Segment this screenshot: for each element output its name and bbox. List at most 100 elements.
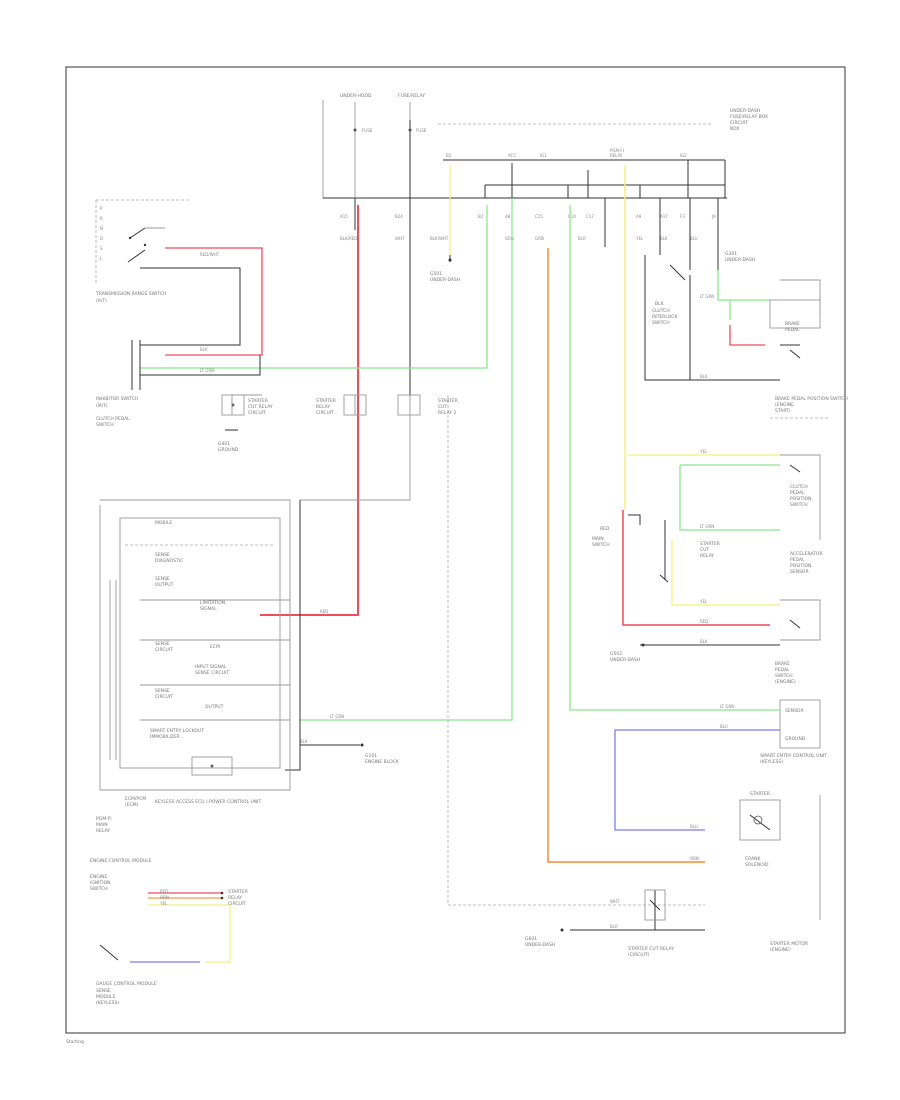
ecm-block: MOBILE SENSE DIAGNOSTIC SENSE OUTPUT LIM… bbox=[99, 499, 291, 808]
svg-text:START): START) bbox=[775, 408, 791, 414]
svg-text:UNDER-DASH: UNDER-DASH bbox=[730, 108, 760, 114]
svg-text:YEL: YEL bbox=[635, 236, 644, 241]
svg-text:IMMOBILIZER: IMMOBILIZER bbox=[150, 734, 180, 740]
svg-text:SWITCH: SWITCH bbox=[775, 673, 793, 679]
svg-text:CLUTCH PEDAL: CLUTCH PEDAL bbox=[96, 416, 130, 422]
svg-text:SWITCH: SWITCH bbox=[790, 502, 808, 508]
svg-text:FUSE: FUSE bbox=[362, 128, 373, 133]
svg-text:BLK/WHT: BLK/WHT bbox=[430, 236, 449, 241]
svg-text:RED: RED bbox=[160, 889, 168, 894]
svg-text:DIAGNOSTIC: DIAGNOSTIC bbox=[155, 558, 183, 564]
svg-text:BLK: BLK bbox=[700, 639, 708, 644]
wire-red-brake bbox=[622, 510, 770, 626]
svg-text:SENSE: SENSE bbox=[96, 988, 111, 994]
svg-text:POSITION: POSITION bbox=[790, 563, 811, 569]
svg-text:MAIN: MAIN bbox=[592, 536, 604, 542]
svg-text:YEL: YEL bbox=[699, 599, 708, 604]
black-wires bbox=[140, 255, 800, 931]
svg-text:BRAKE: BRAKE bbox=[775, 661, 790, 667]
svg-text:SENSOR: SENSOR bbox=[785, 708, 804, 714]
svg-text:CUT RELAY: CUT RELAY bbox=[248, 404, 273, 410]
svg-text:BLK: BLK bbox=[660, 236, 668, 241]
svg-text:UNDER-HOOD: UNDER-HOOD bbox=[340, 93, 372, 99]
svg-text:IG1: IG1 bbox=[540, 153, 547, 158]
svg-text:RED: RED bbox=[600, 526, 610, 532]
svg-text:SMART ENTRY LOCKOUT: SMART ENTRY LOCKOUT bbox=[150, 728, 204, 734]
svg-text:ACCELERATOR: ACCELERATOR bbox=[790, 551, 823, 557]
svg-text:STARTER: STARTER bbox=[700, 541, 720, 547]
svg-text:B24: B24 bbox=[395, 214, 403, 219]
svg-text:MOBILE: MOBILE bbox=[155, 520, 172, 526]
svg-text:PEDAL: PEDAL bbox=[775, 667, 790, 673]
svg-text:STARTER: STARTER bbox=[316, 398, 336, 404]
svg-text:A17: A17 bbox=[660, 214, 668, 219]
svg-text:WHT: WHT bbox=[395, 236, 405, 241]
svg-text:RELAY: RELAY bbox=[316, 404, 330, 410]
svg-text:(KEYLESS): (KEYLESS) bbox=[760, 759, 783, 765]
svg-text:OUTPUT: OUTPUT bbox=[205, 704, 224, 710]
wire-blue bbox=[614, 729, 780, 831]
svg-text:CRANK: CRANK bbox=[745, 856, 762, 862]
svg-text:BLU: BLU bbox=[690, 824, 698, 829]
fuse-pins: A15 B24 B2 A8 C15 C14 C17 A9 A17 F3 J9 B… bbox=[340, 214, 716, 241]
svg-text:(ECM): (ECM) bbox=[125, 802, 139, 808]
svg-text:BRAKE: BRAKE bbox=[785, 321, 800, 327]
svg-text:BLK: BLK bbox=[578, 236, 586, 241]
svg-text:LT GRN: LT GRN bbox=[700, 294, 714, 299]
diagram-frame bbox=[65, 66, 846, 1034]
svg-text:LT GRN: LT GRN bbox=[200, 368, 214, 373]
svg-text:ORN: ORN bbox=[160, 895, 169, 900]
smart-entry-label: SMART ENTRY CONTROL UNIT bbox=[760, 753, 827, 759]
svg-text:SWITCH: SWITCH bbox=[652, 320, 670, 326]
svg-text:(CIRCUIT): (CIRCUIT) bbox=[628, 952, 650, 958]
svg-text:RELAY: RELAY bbox=[96, 828, 110, 834]
svg-text:BLK: BLK bbox=[200, 347, 208, 352]
svg-text:LT GRN: LT GRN bbox=[330, 714, 344, 719]
svg-text:MAIN: MAIN bbox=[96, 822, 108, 828]
svg-text:A9: A9 bbox=[636, 214, 642, 219]
svg-text:YEL: YEL bbox=[699, 449, 708, 454]
svg-text:ACC: ACC bbox=[508, 153, 516, 158]
svg-text:CIRCUIT: CIRCUIT bbox=[316, 410, 334, 416]
svg-text:CLUTCH: CLUTCH bbox=[652, 308, 670, 314]
starter-label: STARTER bbox=[750, 791, 770, 797]
svg-text:CIRCUIT: CIRCUIT bbox=[155, 694, 173, 700]
svg-text:YEL: YEL bbox=[159, 901, 168, 906]
svg-text:CIRCUIT: CIRCUIT bbox=[730, 120, 748, 126]
svg-text:SWITCH: SWITCH bbox=[592, 542, 610, 548]
svg-text:G101: G101 bbox=[365, 753, 377, 759]
wire-yellow-group bbox=[148, 165, 780, 963]
svg-text:SWITCH: SWITCH bbox=[90, 886, 108, 892]
starter-motor: STARTER CRANK SOLENOID STARTER MOTOR (EN… bbox=[739, 791, 821, 953]
svg-text:PEDAL: PEDAL bbox=[785, 327, 800, 333]
svg-text:FUSE/RELAY: FUSE/RELAY bbox=[398, 93, 425, 99]
svg-text:GRN: GRN bbox=[535, 236, 544, 241]
svg-text:RELAY: RELAY bbox=[610, 153, 623, 158]
svg-text:INPUT SIGNAL: INPUT SIGNAL bbox=[195, 664, 227, 670]
svg-text:(KEYLESS): (KEYLESS) bbox=[96, 1000, 119, 1006]
wire-yellow-bottom bbox=[148, 904, 231, 963]
svg-text:C14: C14 bbox=[568, 214, 576, 219]
svg-text:SENSE: SENSE bbox=[155, 552, 170, 558]
svg-text:A15: A15 bbox=[340, 214, 348, 219]
svg-text:PGM-FI: PGM-FI bbox=[610, 148, 624, 153]
ecm-label: ECM/PCM bbox=[125, 796, 146, 802]
svg-text:WHT: WHT bbox=[610, 899, 620, 904]
svg-text:ORN: ORN bbox=[690, 856, 699, 861]
svg-text:SIGNAL: SIGNAL bbox=[200, 606, 217, 612]
svg-text:G502: G502 bbox=[610, 651, 622, 657]
svg-text:CUT: CUT bbox=[700, 547, 709, 553]
ground-right: G502 UNDER-DASH bbox=[610, 643, 645, 663]
svg-text:GROUND: GROUND bbox=[218, 447, 239, 453]
wire-green-sw bbox=[679, 465, 780, 531]
right-mid-relay: BRAKE PEDAL SWITCH (ENGINE) bbox=[775, 599, 821, 685]
ground-mid: G501 UNDER-DASH bbox=[430, 255, 460, 283]
svg-text:ENGINE: ENGINE bbox=[90, 874, 107, 880]
svg-text:SWITCH: SWITCH bbox=[96, 422, 114, 428]
svg-text:S: S bbox=[100, 246, 103, 251]
svg-text:G401: G401 bbox=[218, 441, 230, 447]
svg-text:G601: G601 bbox=[525, 936, 537, 942]
svg-text:J9: J9 bbox=[711, 214, 716, 219]
svg-text:RELAY: RELAY bbox=[228, 895, 242, 901]
